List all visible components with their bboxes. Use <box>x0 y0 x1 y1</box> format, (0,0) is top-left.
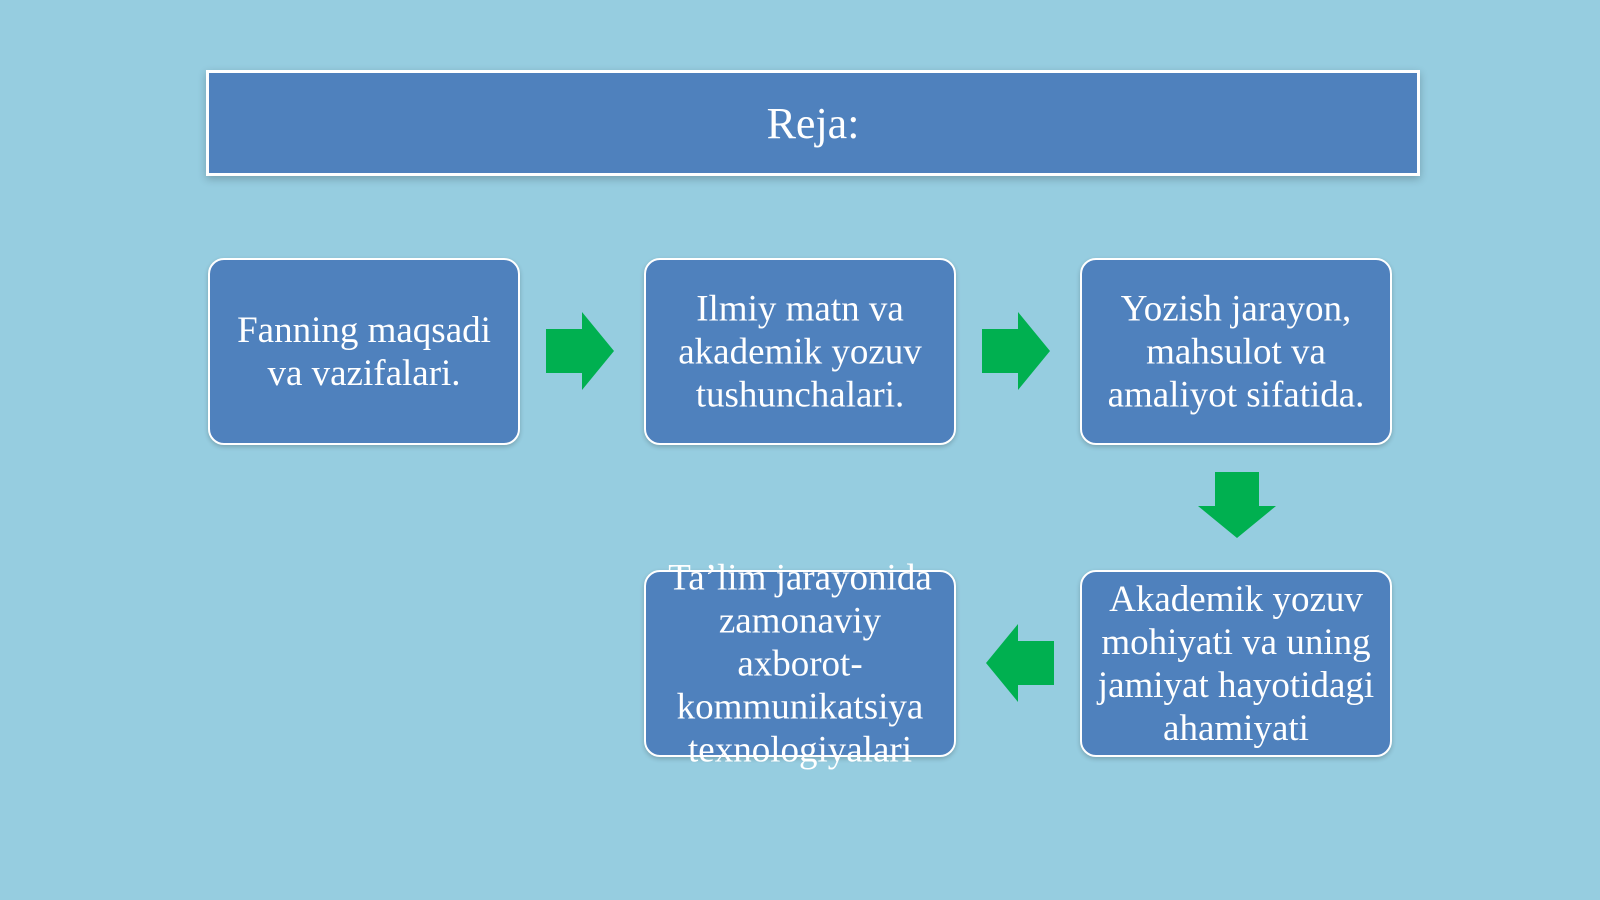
step-box-1: Fanning maqsadi va vazifalari. <box>208 258 520 445</box>
step-label-3: Yozish jarayon, mahsulot va amaliyot sif… <box>1107 288 1365 415</box>
step-label-1: Fanning maqsadi va vazifalari. <box>237 309 491 394</box>
step-label-4: Akademik yozuv mohiyati va uning jamiyat… <box>1097 578 1375 749</box>
slide-title: Reja: <box>766 98 860 148</box>
step-box-4: Akademik yozuv mohiyati va uning jamiyat… <box>1080 570 1392 757</box>
title-box: Reja: <box>206 70 1420 176</box>
arrow-right-icon <box>546 312 614 390</box>
step-box-3: Yozish jarayon, mahsulot va amaliyot sif… <box>1080 258 1392 445</box>
step-label-2: Ilmiy matn va akademik yozuv tushunchala… <box>678 288 922 415</box>
arrow-right-icon <box>982 312 1050 390</box>
arrow-left-icon <box>986 624 1054 702</box>
step-label-5: Ta’lim jarayonida zamonaviy axborot-komm… <box>668 557 932 770</box>
step-box-2: Ilmiy matn va akademik yozuv tushunchala… <box>644 258 956 445</box>
step-box-5: Ta’lim jarayonida zamonaviy axborot-komm… <box>644 557 956 770</box>
arrow-down-icon <box>1198 472 1276 538</box>
